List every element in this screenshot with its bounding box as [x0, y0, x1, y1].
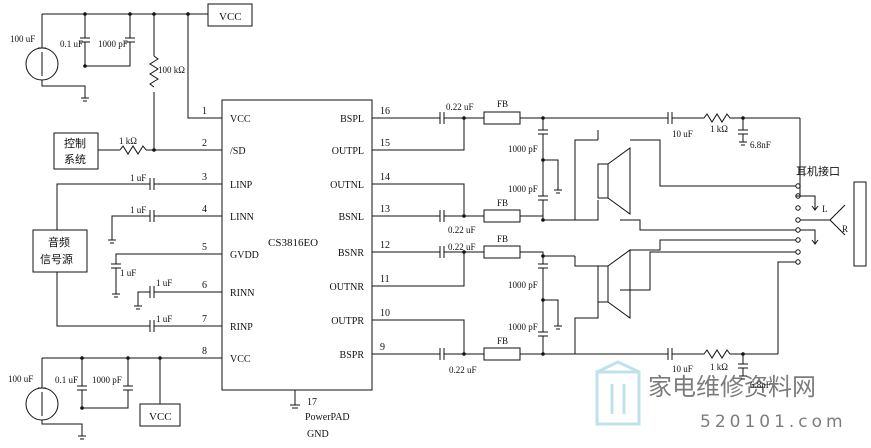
pin-1-name: VCC: [230, 114, 251, 125]
cap-label-rinn: 1 uF: [156, 278, 172, 288]
cap-label-01u-top: 0.1 uF: [60, 39, 83, 49]
pin-1-num: 1: [202, 106, 207, 117]
cap-label-1000p-l1: 1000 pF: [508, 144, 538, 154]
watermark: 家电维修资料网 520101.com: [595, 360, 847, 432]
top-supply-section: VCC 100 uF 0.1 uF 1000 pF 100 kΩ: [10, 3, 253, 150]
vcc-box-top: [207, 3, 253, 27]
watermark-url: 520101.com: [700, 412, 847, 432]
cap-label-1000p-r1: 1000 pF: [508, 280, 538, 290]
cap-label-10u-l: 10 uF: [672, 129, 693, 139]
cap-label-linn: 1 uF: [130, 205, 146, 215]
control-system-block: 控制 系统 1 kΩ: [53, 132, 222, 170]
headphone-label: 耳机接口: [796, 164, 840, 178]
cap-label-bsnl: 0.22 uF: [448, 225, 476, 235]
pin-14-num: 14: [380, 172, 390, 183]
cap-label-01u-bottom: 0.1 uF: [55, 375, 78, 385]
bottom-supply-section: VCC 100 uF 0.1 uF 1000 pF: [8, 356, 222, 440]
fb-label-bsnr: FB: [497, 234, 508, 244]
pin-9-name: BSPR: [340, 350, 365, 361]
pin-16-name: BSPL: [340, 114, 364, 125]
pin-15-name: OUTPL: [332, 146, 364, 157]
audio-input-section: 音频 信号源 1 uF 1 uF 1 uF 1 uF 1 uF: [32, 173, 222, 332]
cap-label-100u-top: 100 uF: [10, 34, 35, 44]
right-output-section: FB 0.22 uF 1000 pF 1000 pF FB 0.22 uF 10…: [372, 234, 778, 390]
pin-8-num: 8: [202, 346, 207, 357]
pin-14-name: OUTNL: [330, 180, 364, 191]
cap-label-bspl: 0.22 uF: [446, 102, 474, 112]
cap-label-1000p-r2: 1000 pF: [508, 322, 538, 332]
fb-label-bsnl: FB: [497, 198, 508, 208]
control-label-2: 系统: [64, 153, 86, 166]
cap-label-10u-r: 10 uF: [672, 364, 693, 374]
vcc-label-bottom: VCC: [149, 411, 172, 423]
jack-l-label: L: [822, 204, 828, 214]
cap-label-68n-l: 6.8nF: [750, 140, 771, 150]
pin-17-net: GND: [307, 429, 329, 440]
resistor-label-1k-l: 1 kΩ: [710, 124, 728, 134]
pin-6-name: RINN: [230, 288, 254, 299]
pin-4-name: LINN: [230, 212, 254, 223]
cap-label-1000p-l2: 1000 pF: [508, 184, 538, 194]
cap-label-1000p-bottom: 1000 pF: [92, 375, 122, 385]
pin-4-num: 4: [202, 204, 207, 215]
pin-10-num: 10: [380, 308, 390, 319]
pin-11-num: 11: [380, 274, 390, 285]
ic-cs3816eo: CS3816EO 17 PowerPAD GND: [221, 99, 373, 440]
resistor-label-100k: 100 kΩ: [158, 65, 185, 75]
pin-17-name: PowerPAD: [305, 412, 350, 423]
cap-label-68n-r: 6.8nF: [750, 380, 771, 390]
audio-source-label-1: 音频: [48, 235, 70, 249]
cap-label-100u-bottom: 100 uF: [8, 374, 33, 384]
pin-9-num: 9: [380, 342, 385, 353]
headphone-jack: 耳机接口 L R: [560, 118, 867, 354]
cap-label-bsnr: 0.22 uF: [448, 242, 476, 252]
pin-7-name: RINP: [230, 322, 253, 333]
pin-2-num: 2: [202, 138, 207, 149]
cap-label-rinp: 1 uF: [156, 314, 172, 324]
pin-13-num: 13: [380, 204, 390, 215]
cap-label-gvdd: 1 uF: [120, 268, 136, 278]
ic-name: CS3816EO: [268, 237, 318, 249]
pin-17-num: 17: [307, 397, 317, 408]
pin-16-num: 16: [380, 106, 390, 117]
cap-label-1000p-top: 1000 pF: [98, 39, 128, 49]
pin-15-num: 15: [380, 138, 390, 149]
cap-label-linp: 1 uF: [130, 173, 146, 183]
watermark-cn: 家电维修资料网: [648, 373, 816, 401]
resistor-label-1k-sd: 1 kΩ: [119, 136, 137, 146]
pin-11-name: OUTNR: [330, 282, 365, 293]
pin-5-name: GVDD: [230, 250, 259, 261]
pin-3-name: LINP: [230, 180, 253, 191]
pin-13-name: BSNL: [338, 212, 364, 223]
vcc-box-bottom: [139, 403, 181, 427]
pin-8-name: VCC: [230, 354, 251, 365]
audio-source-label-2: 信号源: [40, 252, 73, 266]
fb-label-bspr: FB: [497, 336, 508, 346]
pin-12-name: BSNR: [338, 248, 364, 259]
pin-2-name: /SD: [230, 146, 246, 157]
resistor-label-1k-r: 1 kΩ: [710, 362, 728, 372]
left-output-section: 0.22 uF FB 1000 pF 1000 pF FB 0.22 uF 10…: [372, 99, 800, 235]
pin-7-num: 7: [202, 314, 207, 325]
pin-12-num: 12: [380, 240, 390, 251]
pin-6-num: 6: [202, 280, 207, 291]
control-label-1: 控制: [64, 136, 86, 150]
pin-5-num: 5: [202, 242, 207, 253]
fb-label-bspl: FB: [497, 99, 508, 109]
pin-10-name: OUTPR: [331, 316, 364, 327]
jack-r-label: R: [842, 224, 848, 234]
vcc-label-top: VCC: [219, 11, 242, 23]
cap-label-bspr: 0.22 uF: [449, 365, 477, 375]
pin-3-num: 3: [202, 172, 207, 183]
jack-plug: [853, 181, 867, 267]
